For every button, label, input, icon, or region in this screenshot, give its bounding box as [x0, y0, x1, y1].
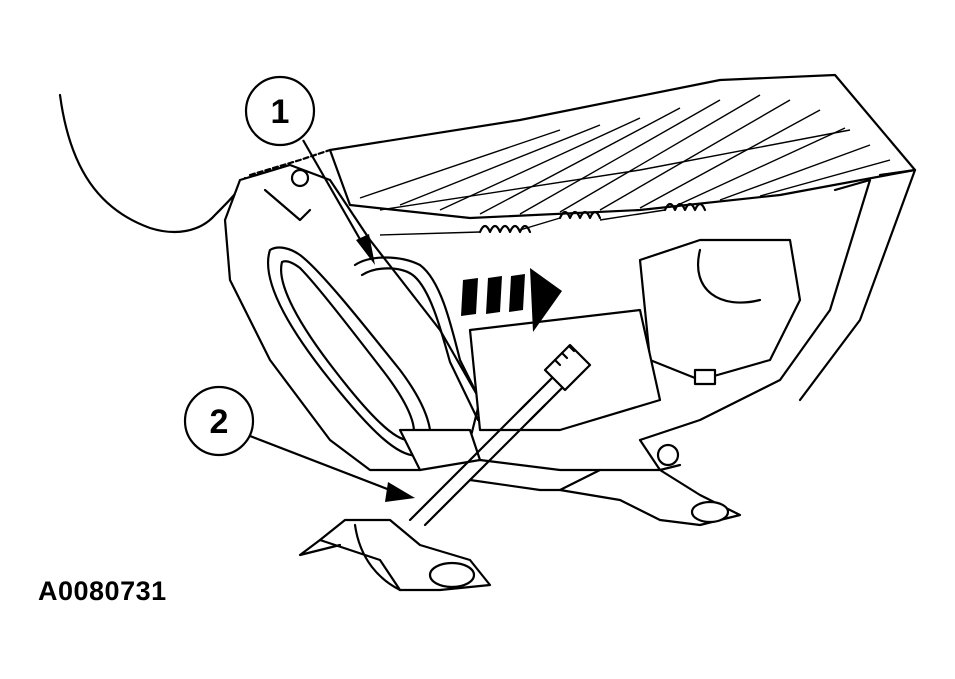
seat-pan-top [248, 73, 917, 220]
seat-side-shield [223, 163, 482, 472]
adjuster-rod [408, 398, 547, 527]
callout-1: 1 [244, 75, 375, 265]
direction-arrow-icon [461, 268, 562, 332]
callout-2: 2 [183, 385, 415, 502]
callout-2-label: 2 [210, 403, 229, 441]
seat-riser-rear [468, 458, 742, 527]
callout-1-label: 1 [271, 93, 290, 131]
seat-springs [379, 202, 707, 236]
manual-adjuster-bar [353, 256, 492, 422]
seat-cushion-outline [58, 93, 247, 234]
seat-frame-right [638, 168, 917, 472]
seat-track-mechanism [398, 308, 662, 472]
figure-id: A0080731 [38, 576, 167, 606]
seat-riser-front [298, 518, 492, 592]
